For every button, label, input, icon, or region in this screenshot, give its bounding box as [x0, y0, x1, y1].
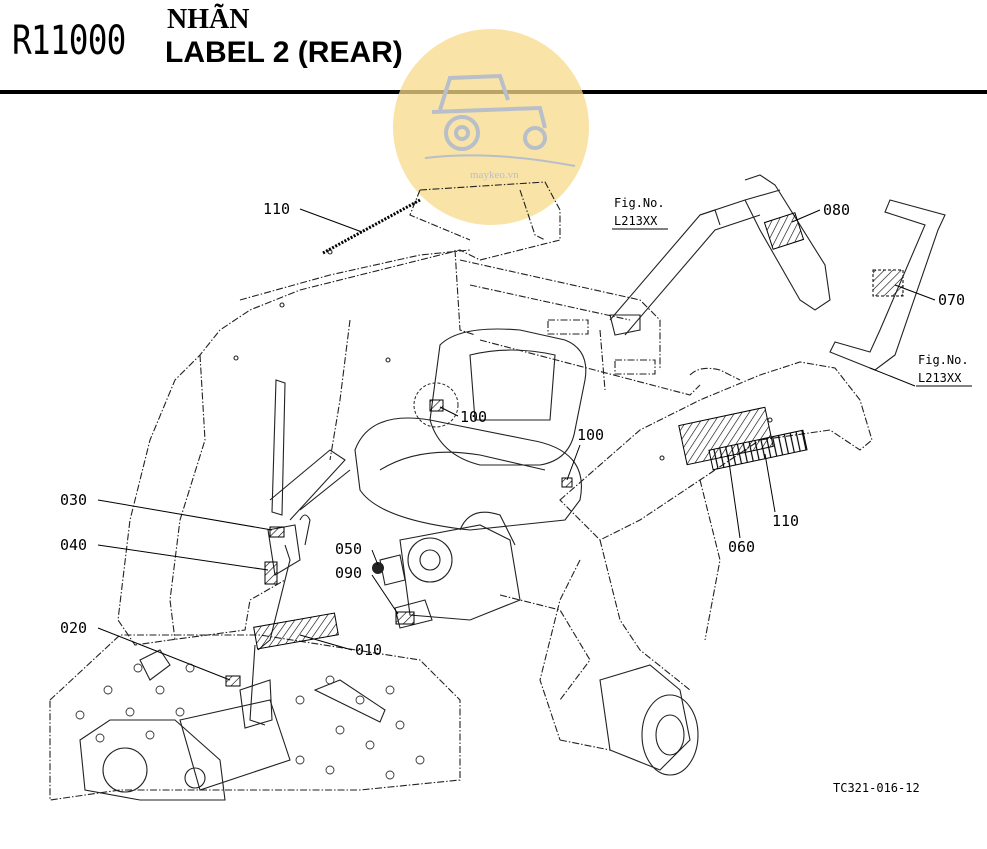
callout-110-top: 110	[263, 200, 290, 218]
label-030-decal	[269, 526, 285, 538]
label-110-fender-decal	[708, 429, 808, 471]
figure-ref-top: Fig.No. L213XX	[612, 196, 668, 230]
figure-ref-top-line1: Fig.No.	[614, 196, 665, 210]
rear-axle	[559, 664, 699, 776]
title-english: LABEL 2 (REAR)	[165, 36, 403, 69]
figure-ref-right-line1: Fig.No.	[918, 353, 969, 367]
left-front-casting	[79, 719, 226, 801]
rops-frame	[454, 249, 701, 396]
figure-ref-right: Fig.No. L213XX	[916, 353, 972, 387]
label-100-frame-decal	[561, 477, 573, 488]
section-code: R11000	[12, 18, 126, 64]
label-100-seat-decal	[429, 399, 444, 412]
top-link-bracket	[609, 174, 831, 336]
callout-010: 010	[355, 641, 382, 659]
right-fender	[539, 361, 873, 741]
callout-060: 060	[728, 538, 755, 556]
label-080-decal	[763, 212, 805, 250]
left-fender	[117, 181, 561, 646]
label-020-decal	[225, 675, 241, 687]
operator-seat	[354, 328, 587, 531]
figure-ref-right-line2: L213XX	[918, 371, 962, 385]
leader-lines	[97, 208, 936, 681]
figure-ref-top-line2: L213XX	[614, 214, 658, 228]
title-vietnamese: NHÃN	[167, 4, 250, 35]
transmission-housing	[372, 511, 591, 701]
callout-070: 070	[938, 291, 965, 309]
callout-020: 020	[60, 619, 87, 637]
callout-labels: 110 080 070 100 100 110 060 030 050 040 …	[60, 200, 965, 659]
callout-110-fender: 110	[772, 512, 799, 530]
watermark-logo: maykeo.vn	[393, 29, 589, 225]
callout-080: 080	[823, 201, 850, 219]
callout-030: 030	[60, 491, 87, 509]
label-010-decal	[253, 612, 339, 650]
callout-040: 040	[60, 536, 87, 554]
fender-strip-110	[322, 198, 421, 255]
label-040-decal	[264, 561, 278, 585]
callout-100-seat: 100	[460, 408, 487, 426]
floor-step	[49, 612, 461, 801]
label-070-decal	[872, 269, 904, 297]
watermark-text: maykeo.vn	[470, 169, 519, 181]
callout-090: 090	[335, 564, 362, 582]
callout-100-frame: 100	[577, 426, 604, 444]
side-bracket	[829, 199, 946, 371]
callout-050: 050	[335, 540, 362, 558]
drawing-code: TC321-016-12	[833, 781, 920, 795]
label-090-decal	[395, 611, 415, 625]
